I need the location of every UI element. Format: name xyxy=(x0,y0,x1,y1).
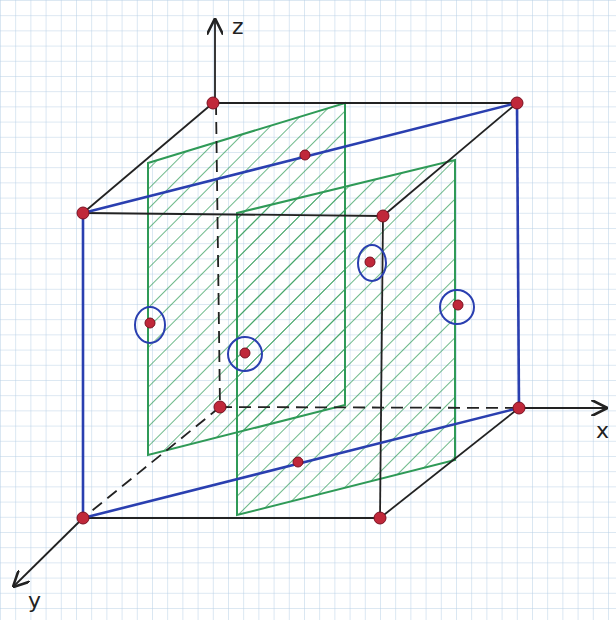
axis xyxy=(14,20,606,586)
blue-line xyxy=(83,103,519,518)
highlight-circle xyxy=(135,245,474,371)
hidden-edge xyxy=(83,103,519,518)
lattice-plane xyxy=(148,103,455,515)
axis-label: x xyxy=(596,420,609,442)
axis-label: y xyxy=(28,590,41,612)
atom xyxy=(77,97,525,524)
cube-edge xyxy=(83,103,519,518)
axis-label: z xyxy=(232,16,244,38)
